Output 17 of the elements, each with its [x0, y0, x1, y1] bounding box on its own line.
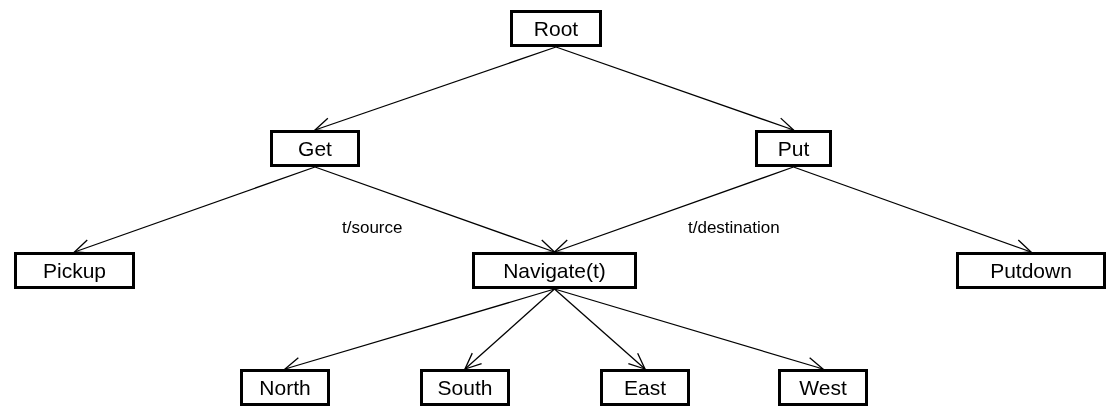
node-box: Put [755, 130, 832, 167]
node-box: South [420, 369, 510, 406]
arrow [73, 166, 316, 254]
arrow [553, 166, 795, 254]
node-box: North [240, 369, 330, 406]
node-box: Putdown [956, 252, 1106, 289]
node-box: East [600, 369, 690, 406]
node-box: Root [510, 10, 602, 47]
arrow [464, 288, 556, 370]
node-box: Get [270, 130, 360, 167]
arrow [555, 46, 795, 132]
arrow [314, 166, 556, 254]
node-box: Navigate(t) [472, 252, 637, 289]
arrow [553, 288, 646, 370]
node-box: West [778, 369, 868, 406]
node-box: Pickup [14, 252, 135, 289]
arrow [792, 166, 1032, 254]
